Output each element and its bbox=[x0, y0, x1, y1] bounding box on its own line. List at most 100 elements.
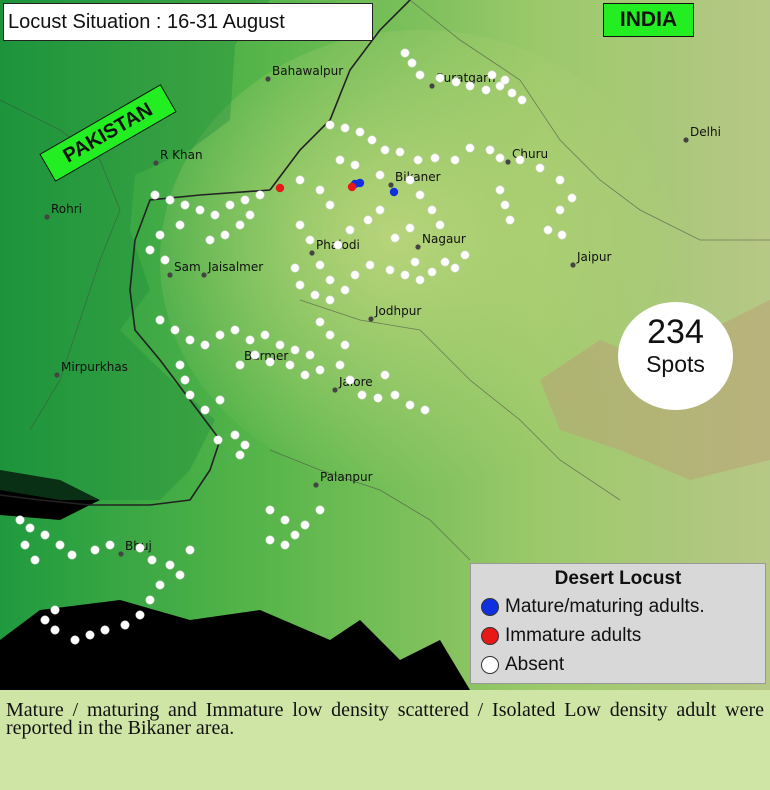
absent-spot bbox=[67, 550, 77, 560]
absent-spot bbox=[213, 435, 223, 445]
city-dot-jodhpur bbox=[368, 316, 374, 322]
absent-spot bbox=[335, 155, 345, 165]
absent-spot bbox=[70, 635, 80, 645]
absent-spot bbox=[375, 205, 385, 215]
absent-spot bbox=[215, 330, 225, 340]
absent-spot bbox=[225, 200, 235, 210]
city-label-bikaner: Bikaner bbox=[395, 170, 441, 184]
absent-spot bbox=[451, 77, 461, 87]
absent-spot bbox=[245, 335, 255, 345]
indus-lowlands bbox=[0, 0, 270, 500]
city-label-bahawalpur: Bahawalpur bbox=[272, 64, 343, 78]
international-border-north bbox=[269, 0, 411, 191]
absent-spot bbox=[350, 270, 360, 280]
absent-spot bbox=[395, 147, 405, 157]
absent-spot bbox=[120, 620, 130, 630]
absent-spot bbox=[427, 205, 437, 215]
absent-spot bbox=[200, 340, 210, 350]
absent-spot bbox=[235, 450, 245, 460]
immature-adult-spot bbox=[275, 183, 285, 193]
rann-of-kutch-west bbox=[0, 470, 100, 520]
absent-spot bbox=[340, 123, 350, 133]
absent-spot bbox=[160, 255, 170, 265]
absent-spot bbox=[365, 260, 375, 270]
absent-spot bbox=[543, 225, 553, 235]
absent-spot bbox=[410, 257, 420, 267]
absent-spot bbox=[300, 520, 310, 530]
city-dot-mirpurkhas bbox=[54, 372, 60, 378]
absent-spot bbox=[235, 220, 245, 230]
absent-spot bbox=[285, 360, 295, 370]
city-dot-sam bbox=[167, 272, 173, 278]
absent-spot bbox=[517, 95, 527, 105]
absent-spot bbox=[85, 630, 95, 640]
absent-spot bbox=[380, 370, 390, 380]
absent-spot bbox=[100, 625, 110, 635]
absent-spot bbox=[315, 505, 325, 515]
legend-item-immature: Immature adults bbox=[471, 621, 765, 650]
absent-spot bbox=[280, 540, 290, 550]
city-dot-bhuj bbox=[118, 551, 124, 557]
absent-spot bbox=[557, 230, 567, 240]
absent-spot bbox=[265, 505, 275, 515]
state-border-2 bbox=[299, 299, 621, 501]
absent-spot bbox=[290, 530, 300, 540]
absent-spot bbox=[155, 580, 165, 590]
absent-spot bbox=[495, 185, 505, 195]
absent-spot bbox=[145, 245, 155, 255]
absent-spot bbox=[155, 315, 165, 325]
absent-spot bbox=[481, 85, 491, 95]
absent-spot bbox=[390, 233, 400, 243]
absent-spot bbox=[385, 265, 395, 275]
city-dot-bahawalpur bbox=[265, 76, 271, 82]
absent-spot bbox=[335, 360, 345, 370]
absent-spot bbox=[325, 120, 335, 130]
absent-spot bbox=[40, 615, 50, 625]
city-label-rohri: Rohri bbox=[51, 202, 82, 216]
absent-spot bbox=[413, 155, 423, 165]
absent-spot bbox=[405, 223, 415, 233]
absent-spot bbox=[265, 535, 275, 545]
mature-adult-spot bbox=[389, 187, 399, 197]
absent-spot bbox=[460, 250, 470, 260]
absent-spot bbox=[325, 275, 335, 285]
spot-count-unit: Spots bbox=[646, 351, 705, 377]
absent-spot bbox=[375, 170, 385, 180]
legend-label-immature: Immature adults bbox=[505, 624, 642, 646]
absent-spot bbox=[185, 335, 195, 345]
absent-spot bbox=[340, 340, 350, 350]
absent-spot bbox=[135, 543, 145, 553]
absent-spot bbox=[230, 430, 240, 440]
city-dot-phalodi bbox=[309, 250, 315, 256]
absent-spot bbox=[30, 555, 40, 565]
absent-spot bbox=[400, 48, 410, 58]
absent-spot bbox=[367, 135, 377, 145]
absent-spot bbox=[450, 263, 460, 273]
absent-spot bbox=[405, 400, 415, 410]
city-label-mirpurkhas: Mirpurkhas bbox=[61, 360, 128, 374]
city-dot-rohri bbox=[44, 214, 50, 220]
absent-spot bbox=[165, 195, 175, 205]
absent-spot bbox=[420, 405, 430, 415]
absent-spot bbox=[230, 325, 240, 335]
map-title: Locust Situation : 16-31 August bbox=[3, 3, 373, 41]
absent-spot bbox=[405, 175, 415, 185]
city-dot-nagaur bbox=[415, 244, 421, 250]
city-label-jaisalmer: Jaisalmer bbox=[207, 260, 263, 274]
absent-spot bbox=[507, 88, 517, 98]
absent-spot bbox=[325, 295, 335, 305]
absent-spot bbox=[265, 357, 275, 367]
city-dot-churu bbox=[505, 159, 511, 165]
city-label-jodhpur: Jodhpur bbox=[374, 304, 421, 318]
absent-spot bbox=[440, 257, 450, 267]
absent-spot bbox=[290, 345, 300, 355]
absent-spot bbox=[50, 625, 60, 635]
city-dot-palanpur bbox=[313, 482, 319, 488]
mature-swatch-icon bbox=[481, 597, 499, 616]
absent-spot bbox=[450, 155, 460, 165]
absent-spot bbox=[185, 545, 195, 555]
absent-spot bbox=[363, 215, 373, 225]
absent-swatch-icon bbox=[481, 655, 499, 674]
absent-spot bbox=[415, 275, 425, 285]
